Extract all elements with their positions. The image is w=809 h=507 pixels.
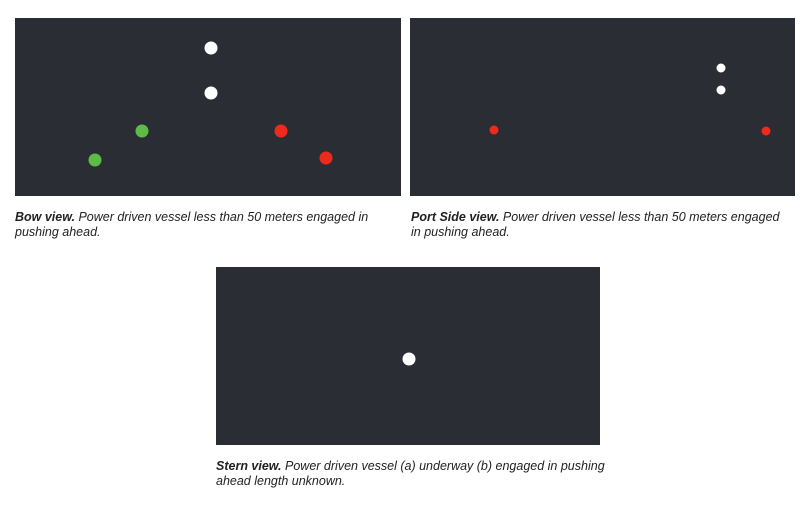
port-sidelight-upper-icon [274, 124, 288, 138]
caption-text: Power driven vessel less than 50 meters … [15, 210, 369, 239]
caption-lead: Bow view. [15, 210, 75, 224]
masthead-light-lower-icon [716, 85, 726, 95]
bow-view-panel [15, 18, 401, 196]
caption-lead: Port Side view. [411, 210, 500, 224]
port-sidelight-lower-icon [319, 151, 333, 165]
masthead-light-lower-icon [204, 86, 218, 100]
caption-text: Power driven vessel (a) underway (b) eng… [216, 459, 605, 488]
sternlight-icon [402, 352, 416, 366]
stern-view-panel [216, 267, 600, 445]
stern-view-caption: Stern view. Power driven vessel (a) unde… [216, 459, 606, 489]
port-side-view-panel [410, 18, 795, 196]
masthead-light-top-icon [204, 41, 218, 55]
caption-text: Power driven vessel less than 50 meters … [411, 210, 780, 239]
port-sidelight-pushed-vessel-icon [489, 125, 499, 135]
port-sidelight-towing-vessel-icon [761, 126, 771, 136]
masthead-light-top-icon [716, 63, 726, 73]
bow-view-caption: Bow view. Power driven vessel less than … [15, 210, 395, 240]
port-side-view-caption: Port Side view. Power driven vessel less… [411, 210, 791, 240]
starboard-sidelight-lower-icon [88, 153, 102, 167]
starboard-sidelight-upper-icon [135, 124, 149, 138]
caption-lead: Stern view. [216, 459, 282, 473]
